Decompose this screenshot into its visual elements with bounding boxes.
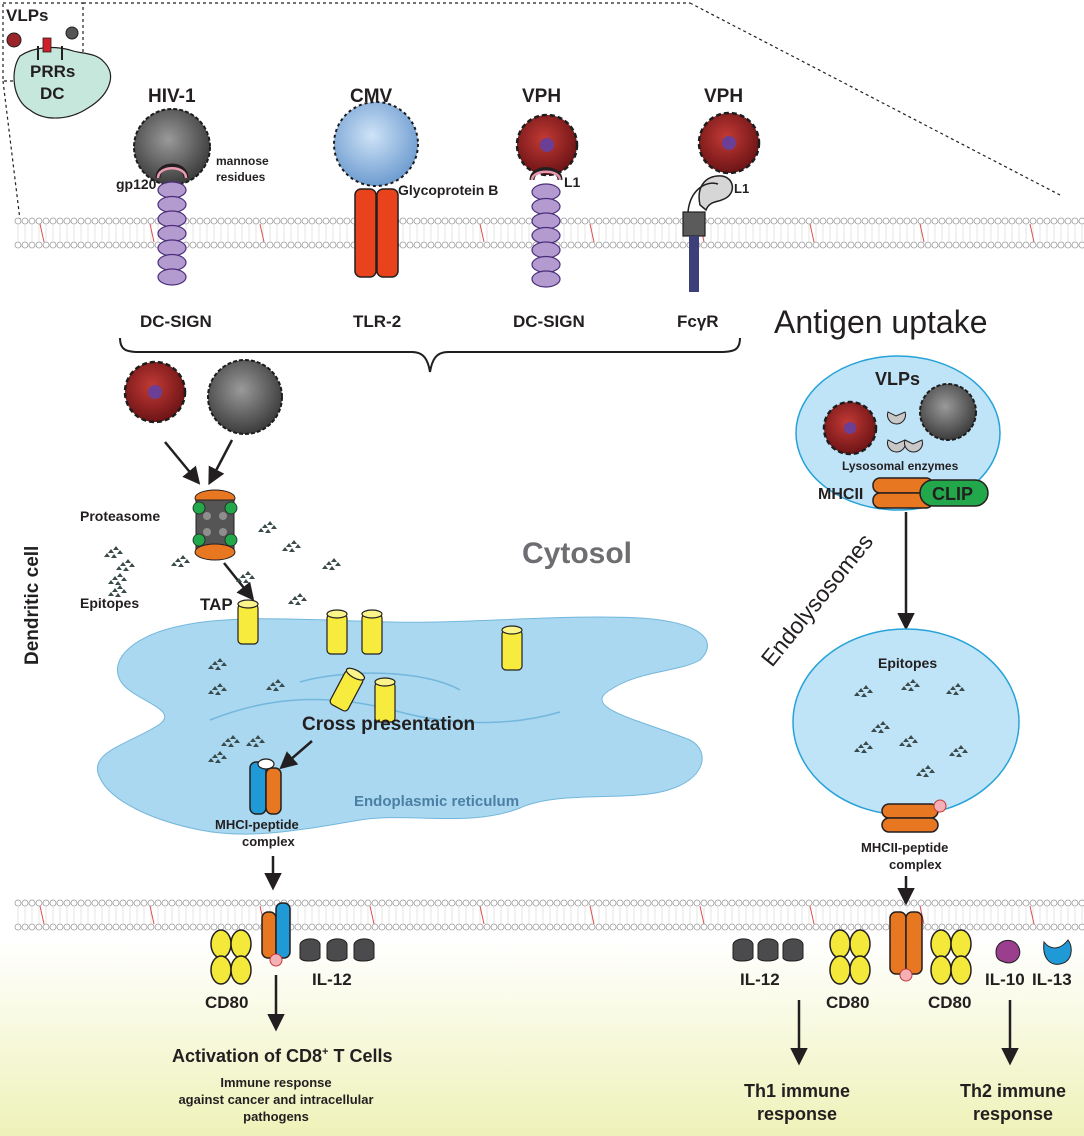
cross-presentation-label: Cross presentation	[302, 714, 475, 735]
vph-dcsign-receptor: VPH L1 DC-SIGN	[513, 86, 585, 331]
tlr2-left-helix	[354, 188, 377, 278]
il12-label-left: IL-12	[312, 970, 352, 989]
il10-label: IL-10	[985, 970, 1025, 989]
plasma-membrane-bottom	[14, 899, 1084, 931]
activation-text: Activation of CD8	[172, 1046, 322, 1066]
cd80-right-a	[829, 929, 871, 985]
cd80-right-b	[930, 929, 972, 985]
cmv-label: CMV	[350, 86, 393, 107]
hiv1-dcsign-receptor: HIV-1 gp120 mannose residues DC-SIGN	[116, 86, 269, 331]
fcgr-stalk	[689, 236, 699, 292]
il12-label-right: IL-12	[740, 970, 780, 989]
tap-transporters	[237, 599, 523, 723]
tap-label: TAP	[200, 595, 233, 614]
free-virions	[123, 359, 283, 486]
gp120-label: gp120	[116, 176, 157, 192]
il12-right-cytokines	[732, 938, 804, 962]
mhci-complex-label: complex	[242, 834, 296, 849]
proteasome-icon	[192, 489, 238, 561]
glycoprotein-b-label: Glycoprotein B	[398, 182, 498, 198]
epitope-fragments-left	[104, 521, 341, 605]
vph-label-1: VPH	[522, 86, 561, 107]
cytosol-heading: Cytosol	[522, 537, 632, 570]
th2-line2: response	[973, 1104, 1053, 1124]
lysosomal-enzyme-icons	[887, 411, 923, 453]
il13-cytokine	[1043, 939, 1072, 965]
dcsign-beads-hiv	[157, 181, 187, 286]
free-hiv-icon	[207, 359, 283, 435]
th1-line2: response	[757, 1104, 837, 1124]
mhcii-complex-label: complex	[889, 857, 943, 872]
er-label: Endoplasmic reticulum	[354, 793, 519, 810]
mhcii-label: MHCII	[818, 486, 863, 503]
th2-line1: Th2 immune	[960, 1081, 1066, 1101]
cross-presentation-arrow	[279, 740, 313, 770]
il10-cytokine	[995, 939, 1021, 964]
cd80-label-right-b: CD80	[928, 993, 971, 1012]
vlps-vesicle-label: VLPs	[875, 369, 920, 389]
fcgr-label: FcγR	[677, 312, 719, 331]
vph-fcgr-receptor: VPH L1 FcγR	[677, 86, 761, 331]
cd80-label-left: CD80	[205, 993, 248, 1012]
hiv1-label: HIV-1	[148, 86, 196, 107]
epitope-fragments-er	[208, 658, 285, 763]
epitopes-label-left: Epitopes	[80, 595, 139, 611]
mhcii-peptide-vesicle	[881, 799, 947, 833]
vph-label-2: VPH	[704, 86, 743, 107]
immune-response-line3: pathogens	[243, 1109, 309, 1124]
activation-superscript: +	[322, 1046, 328, 1058]
cmv-virion-icon	[333, 101, 419, 187]
tlr2-right-helix	[376, 188, 399, 278]
cd80-left	[210, 929, 252, 985]
cd80-label-right-a: CD80	[826, 993, 869, 1012]
vesicle-hiv-icon	[919, 383, 977, 441]
immune-response-line2: against cancer and intracellular	[178, 1092, 373, 1107]
dcsign-beads-vph	[531, 183, 561, 288]
clip-peptide	[919, 479, 989, 507]
mhci-complex-er	[249, 758, 282, 815]
mhci-peptide-label: MHCI-peptide	[215, 817, 299, 832]
activation-cd8-label: Activation of CD8+ T Cells	[172, 1046, 392, 1066]
l1-label-2: L1	[734, 181, 749, 196]
dcsign-label-2: DC-SIGN	[513, 312, 585, 331]
inset-vlps-label: VLPs	[6, 6, 49, 25]
th1-line1: Th1 immune	[744, 1081, 850, 1101]
il12-left-cytokines	[299, 938, 375, 962]
antigen-uptake-heading: Antigen uptake	[774, 304, 988, 340]
mhci-complex-surface	[261, 902, 291, 967]
inset-dc-label: DC	[40, 84, 65, 103]
il13-label: IL-13	[1032, 970, 1072, 989]
lysosomal-enzymes-label: Lysosomal enzymes	[842, 459, 959, 473]
clip-label: CLIP	[932, 484, 973, 504]
er-inner-fold-2	[299, 672, 461, 691]
inset-dc-cell: VLPs PRRs DC	[6, 6, 112, 119]
mhcii-complex-surface	[889, 911, 923, 982]
immune-response-line1: Immune response	[220, 1075, 331, 1090]
l1-label-1: L1	[564, 174, 581, 190]
mhcii-clip-complex: CLIP	[872, 477, 989, 509]
inset-prrs-label: PRRs	[30, 62, 75, 81]
mannose-label: mannose	[216, 154, 269, 168]
epitopes-label-right: Epitopes	[878, 655, 937, 671]
fcgr-body	[682, 211, 706, 237]
residues-label: residues	[216, 170, 266, 184]
mhcii-peptide-label: MHCII-peptide	[861, 840, 948, 855]
activation-tail: T Cells	[328, 1046, 392, 1066]
er-inner-fold	[209, 698, 561, 724]
epitope-fragments-vesicle	[854, 679, 968, 777]
proteasome-label: Proteasome	[80, 508, 160, 524]
dcsign-label-1: DC-SIGN	[140, 312, 212, 331]
cmv-tlr2-receptor: CMV Glycoprotein B TLR-2	[333, 86, 498, 331]
dendritic-cell-label: Dendritic cell	[22, 546, 43, 665]
hiv1-virion-icon	[133, 108, 211, 186]
receptors-bracket	[119, 337, 741, 373]
tlr2-label: TLR-2	[353, 312, 401, 331]
